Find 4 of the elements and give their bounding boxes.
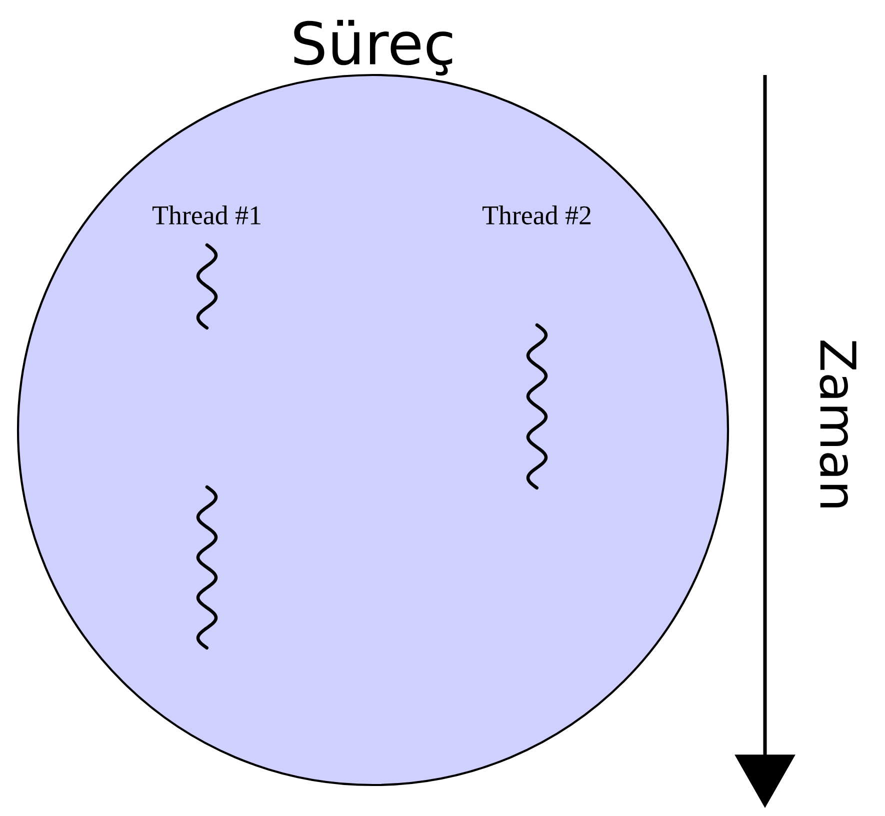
node-label: Süreç <box>294 20 452 76</box>
axis-label: Zaman <box>820 340 856 508</box>
thread-label: Thread #1 <box>152 206 260 224</box>
thread-label: Thread #2 <box>482 206 591 224</box>
